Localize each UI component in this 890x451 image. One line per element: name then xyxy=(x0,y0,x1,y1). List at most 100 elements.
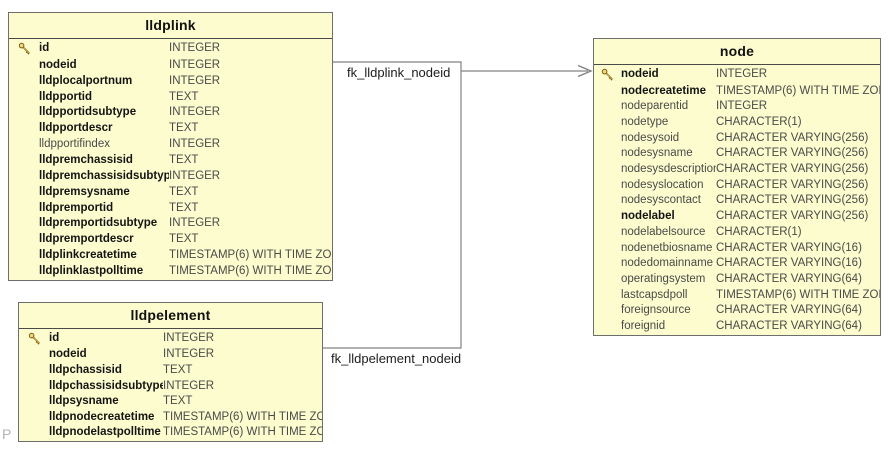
column-name: nodesysoid xyxy=(621,131,680,144)
column-type: TIMESTAMP(6) WITH TIME ZONE xyxy=(716,84,880,97)
column-name: lastcapsdpoll xyxy=(621,288,688,301)
watermark-text: P xyxy=(2,426,12,442)
column-name: lldplinklastpolltime xyxy=(39,264,144,277)
key-icon-placeholder xyxy=(19,393,49,409)
column-type: TIMESTAMP(6) WITH TIME ZONE xyxy=(169,264,332,277)
column-type: TEXT xyxy=(163,395,193,408)
column-name: nodedomainname xyxy=(621,257,714,270)
column-type: CHARACTER VARYING(256) xyxy=(716,131,869,144)
key-icon-placeholder xyxy=(594,224,621,240)
column-name: lldpportifindex xyxy=(39,138,110,151)
column-type: INTEGER xyxy=(169,106,221,119)
column-type: CHARACTER VARYING(16) xyxy=(716,241,862,254)
table-row: nodeparentid INTEGER xyxy=(594,98,880,114)
column-name: nodeparentid xyxy=(621,100,689,113)
column-name: lldpremsysname xyxy=(39,185,130,198)
column-name: nodesyscontact xyxy=(621,194,701,207)
column-name: operatingsystem xyxy=(621,272,706,285)
key-icon-placeholder xyxy=(19,362,49,378)
key-icon-placeholder xyxy=(19,424,49,440)
column-type: CHARACTER VARYING(256) xyxy=(716,163,869,176)
column-type: INTEGER xyxy=(169,169,221,182)
key-icon-placeholder xyxy=(9,215,39,231)
table-row: lldplocalportnum INTEGER xyxy=(9,73,332,89)
column-type: TEXT xyxy=(169,185,199,198)
column-type: INTEGER xyxy=(169,58,221,71)
fk-label-lldplink-nodeid: fk_lldplink_nodeid xyxy=(347,65,451,80)
table-row: lldpportifindex INTEGER xyxy=(9,136,332,152)
column-name: lldpremportidsubtype xyxy=(39,217,158,230)
column-type: TEXT xyxy=(169,153,199,166)
key-icon-placeholder xyxy=(594,98,621,114)
column-type: INTEGER xyxy=(163,348,215,361)
key-icon-placeholder xyxy=(594,240,621,256)
primary-key-icon xyxy=(594,66,621,83)
key-icon-placeholder xyxy=(9,136,39,152)
column-type: CHARACTER VARYING(256) xyxy=(716,210,869,223)
column-type: CHARACTER VARYING(16) xyxy=(716,257,862,270)
key-icon-placeholder xyxy=(19,409,49,425)
key-icon-placeholder xyxy=(9,184,39,200)
table-row: nodesysoid CHARACTER VARYING(256) xyxy=(594,130,880,146)
key-icon-placeholder xyxy=(594,303,621,319)
column-type: CHARACTER VARYING(64) xyxy=(716,320,862,333)
column-type: TIMESTAMP(6) WITH TIME ZONE xyxy=(163,426,322,439)
key-icon-placeholder xyxy=(594,318,621,334)
column-name: lldpnodecreatetime xyxy=(49,410,155,423)
key-icon-placeholder xyxy=(9,57,39,73)
column-type: INTEGER xyxy=(716,100,768,113)
column-type: INTEGER xyxy=(169,74,221,87)
key-icon-placeholder xyxy=(9,73,39,89)
column-name: lldplocalportnum xyxy=(39,74,133,87)
table-row: lldplinklastpolltime TIMESTAMP(6) WITH TI… xyxy=(9,263,332,279)
column-type: INTEGER xyxy=(169,138,221,151)
key-icon-placeholder xyxy=(594,271,621,287)
column-name: lldpsysname xyxy=(49,395,119,408)
column-name: nodelabelsource xyxy=(621,225,706,238)
key-icon-placeholder xyxy=(594,255,621,271)
column-name: nodetype xyxy=(621,115,669,128)
column-type: TIMESTAMP(6) WITH TIME ZONE xyxy=(163,410,322,423)
column-name: nodecreatetime xyxy=(621,84,707,97)
table-title: lldplink xyxy=(9,13,332,39)
key-icon-placeholder xyxy=(594,146,621,162)
column-type: CHARACTER VARYING(256) xyxy=(716,178,869,191)
fk-label-lldpelement-nodeid: fk_lldpelement_nodeid xyxy=(331,351,462,366)
column-type: CHARACTER VARYING(64) xyxy=(716,272,862,285)
key-icon-placeholder xyxy=(594,193,621,209)
primary-key-icon xyxy=(19,330,49,347)
column-type: INTEGER xyxy=(716,68,768,81)
key-icon-placeholder xyxy=(594,161,621,177)
column-name: id xyxy=(49,332,60,345)
key-icon-placeholder xyxy=(9,120,39,136)
column-name: lldpportidsubtype xyxy=(39,106,137,119)
table-row: lldpportidsubtype INTEGER xyxy=(9,104,332,120)
column-name: lldpremportdescr xyxy=(39,233,134,246)
table-row: nodecreatetime TIMESTAMP(6) WITH TIME ZON… xyxy=(594,83,880,99)
key-icon-placeholder xyxy=(9,247,39,263)
